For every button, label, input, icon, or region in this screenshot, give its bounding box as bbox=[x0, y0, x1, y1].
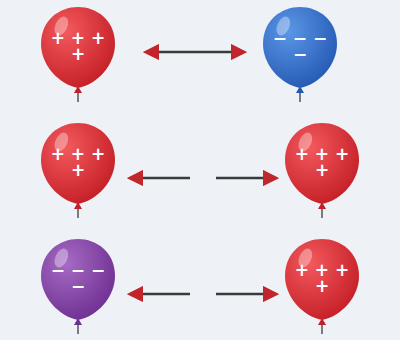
charge-signs: + + + + bbox=[48, 146, 108, 178]
charge-signs: + + + + bbox=[292, 146, 352, 178]
force-arrow bbox=[130, 293, 276, 296]
balloon-string bbox=[77, 324, 79, 334]
balloon-body bbox=[285, 239, 359, 320]
charged-balloon: + + + + bbox=[284, 238, 360, 334]
balloon-body bbox=[285, 123, 359, 204]
charged-balloon: + + + + bbox=[40, 122, 116, 218]
balloon-string bbox=[321, 208, 323, 218]
balloon-string bbox=[77, 208, 79, 218]
charged-balloon: + + + + bbox=[40, 6, 116, 102]
charge-signs: + + + + bbox=[48, 30, 108, 62]
force-arrow bbox=[130, 177, 276, 180]
balloon-string bbox=[299, 92, 301, 102]
force-arrow bbox=[146, 51, 244, 54]
balloon-body bbox=[263, 7, 337, 88]
balloon-body bbox=[41, 239, 115, 320]
charge-signs: − − − − bbox=[270, 30, 330, 62]
balloon-string bbox=[321, 324, 323, 334]
charged-balloon: − − − − bbox=[262, 6, 338, 102]
charge-signs: + + + + bbox=[292, 262, 352, 294]
charged-balloon: − − − − bbox=[40, 238, 116, 334]
charge-signs: − − − − bbox=[48, 262, 108, 294]
balloon-body bbox=[41, 123, 115, 204]
balloon-string bbox=[77, 92, 79, 102]
charged-balloon: + + + + bbox=[284, 122, 360, 218]
balloon-body bbox=[41, 7, 115, 88]
